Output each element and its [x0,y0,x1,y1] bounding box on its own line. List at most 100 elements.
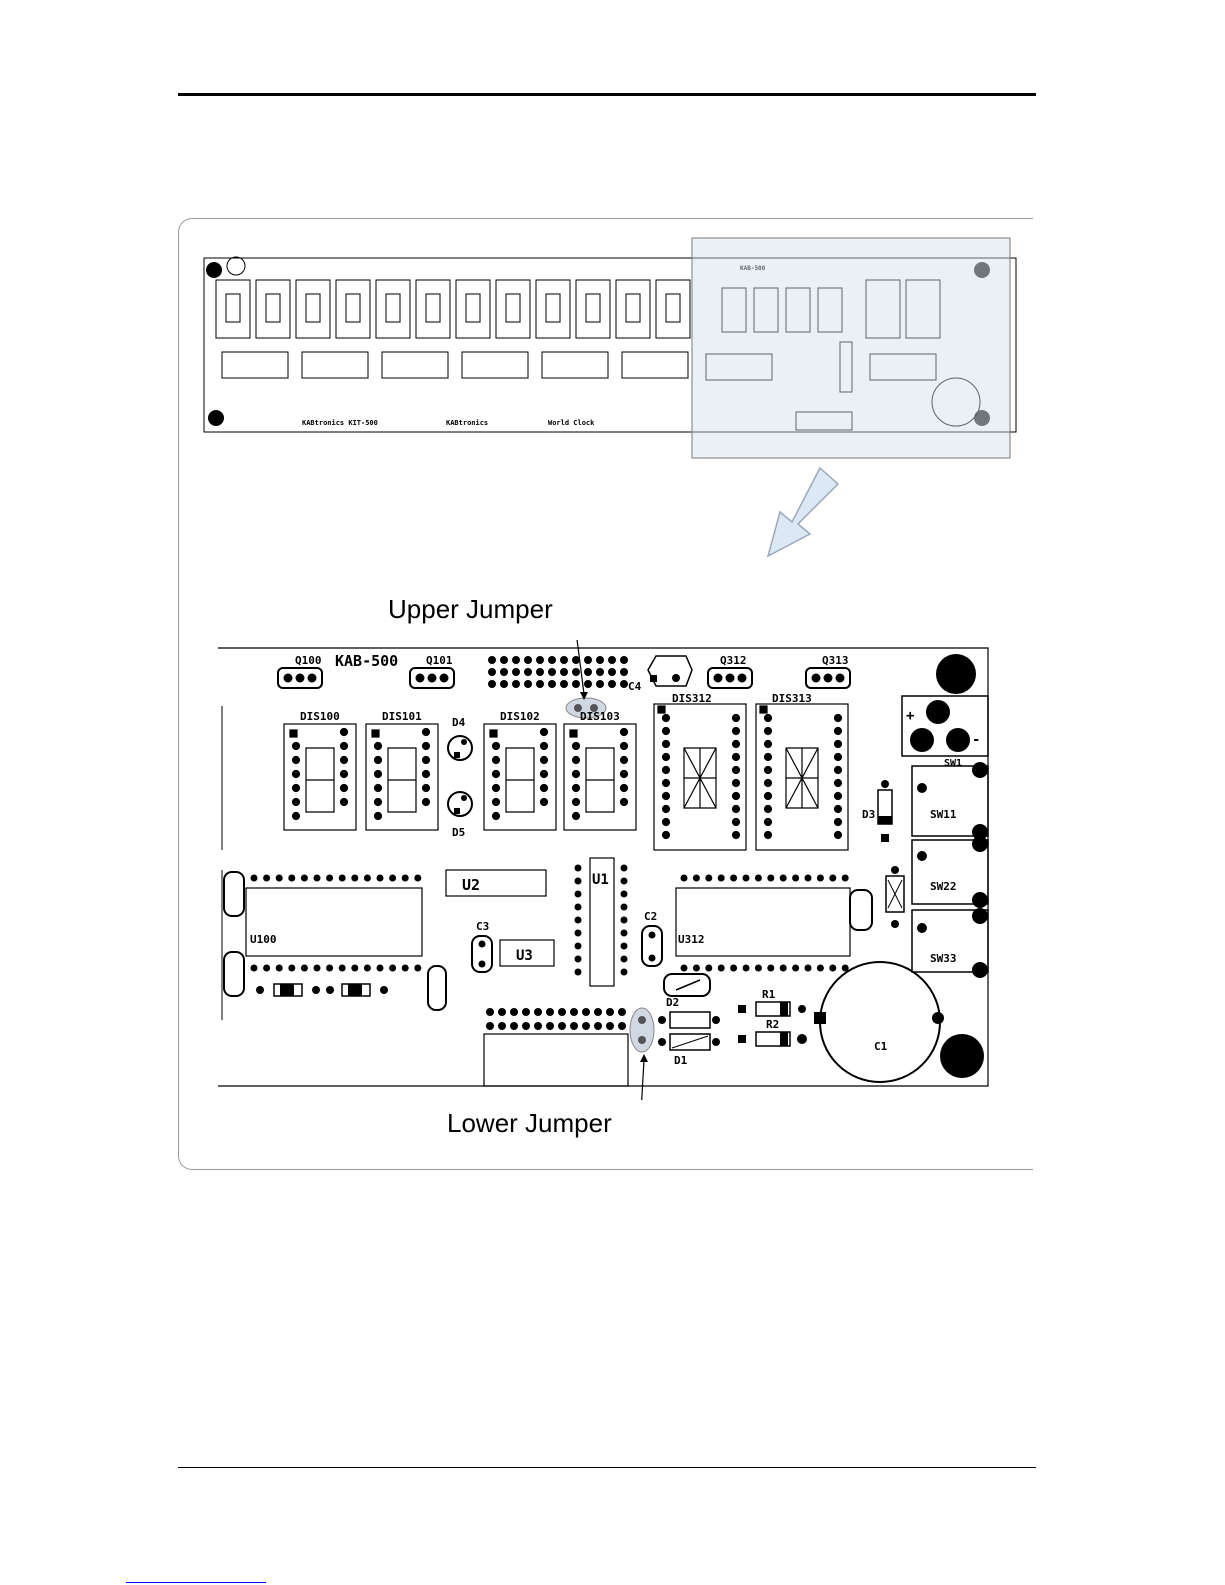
seven-segment-display [484,724,556,830]
transistor-q100 [278,668,322,688]
pin [510,1022,518,1030]
detail-board: KAB-500 Q100 Q101 Q312 Q313 C4 DIS100 DI… [210,640,1000,1100]
pin [693,875,700,882]
transistor-q312 [708,668,752,688]
pin [486,1022,494,1030]
header-pin [608,656,616,664]
pin [575,943,582,950]
overview-label-world-clock: World Clock [548,419,595,427]
header-pin [548,668,556,676]
pin [594,1022,602,1030]
pin [780,965,787,972]
header-pin [500,656,508,664]
pin [621,865,628,872]
pin [326,875,333,882]
overview-board: KABtronics KIT-500 KABtronics World Cloc… [200,236,1020,466]
seven-segment-display [564,724,636,830]
header-pin [560,680,568,688]
pin [693,965,700,972]
label-q312: Q312 [720,654,747,667]
label-d5: D5 [452,826,465,839]
pin [829,965,836,972]
pin [817,875,824,882]
header-pin [524,680,532,688]
pin [570,1008,578,1016]
footer-link-underline[interactable] [126,1582,266,1583]
pin [251,965,258,972]
pin [792,875,799,882]
pin [606,1022,614,1030]
pin [621,878,628,885]
pin [263,965,270,972]
footer-rule [178,1467,1036,1468]
pin [546,1008,554,1016]
header-pin [548,656,556,664]
header-pin [500,668,508,676]
header-pin [512,680,520,688]
label-sw33: SW33 [930,952,957,965]
label-dis100: DIS100 [300,710,340,723]
pin [534,1008,542,1016]
header-pin [512,656,520,664]
pin [575,904,582,911]
alphanumeric-display [654,704,746,850]
pin [805,875,812,882]
header-pin [620,668,628,676]
pin [582,1008,590,1016]
pin [705,875,712,882]
header-pin [524,668,532,676]
pin [351,965,358,972]
alphanumeric-display [756,704,848,850]
pin [575,878,582,885]
label-d4: D4 [452,716,466,729]
pin [792,965,799,972]
pin [402,965,409,972]
label-dis101: DIS101 [382,710,422,723]
lower-jumper-marker [630,1008,654,1052]
pin [718,875,725,882]
pin [326,965,333,972]
pin [498,1022,506,1030]
header-rule [178,93,1036,96]
header-pin [536,656,544,664]
pin [621,891,628,898]
pin [276,875,283,882]
pin [829,875,836,882]
label-d2: R2 [766,1018,779,1031]
pin [767,965,774,972]
pin [594,1008,602,1016]
pin [582,1022,590,1030]
label-d1: R1 [762,988,776,1001]
pin [558,1022,566,1030]
header-pin [596,656,604,664]
label-d3: D3 [862,808,875,821]
header-pin [596,668,604,676]
label-u3: U3 [516,948,533,964]
pin [558,1008,566,1016]
pin [364,875,371,882]
pin [681,965,688,972]
pin [618,1008,626,1016]
lower-jumper-callout: Lower Jumper [447,1108,612,1139]
pin [606,1008,614,1016]
pin [546,1022,554,1030]
pin [301,965,308,972]
pin [575,891,582,898]
pin [414,965,421,972]
pin [498,1008,506,1016]
transistor-q313 [806,668,850,688]
pin [301,875,308,882]
pin [351,875,358,882]
label-dis102: DIS102 [500,710,540,723]
transistor-q101 [410,668,454,688]
mounting-hole-bottom [940,1034,984,1078]
pin [288,875,295,882]
pin [389,875,396,882]
pin [755,965,762,972]
label-u1: U1 [592,872,609,888]
label-c1: C1 [874,1040,888,1053]
header-pin [608,680,616,688]
pin [486,1008,494,1016]
pin [767,875,774,882]
pin [621,969,628,976]
